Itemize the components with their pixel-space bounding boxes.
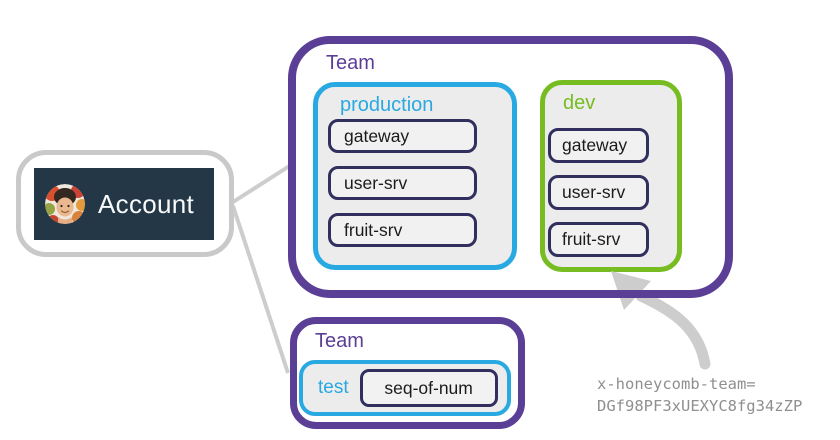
service-box: user-srv <box>548 175 649 210</box>
environment-dev-label: dev <box>563 92 596 114</box>
environment-test-label: test <box>318 377 349 398</box>
service-label: user-srv <box>344 172 408 193</box>
team-1-container: Team production gateway user-srv fruit-s… <box>288 36 733 298</box>
service-box: seq-of-num <box>359 369 498 407</box>
account-label: Account <box>98 188 195 219</box>
service-label: gateway <box>562 135 628 155</box>
environment-test: test seq-of-num <box>299 360 511 416</box>
service-box: user-srv <box>328 166 477 200</box>
annotation-header-name: x-honeycomb-team= <box>597 375 756 393</box>
service-label: fruit-srv <box>562 229 621 249</box>
service-label: seq-of-num <box>384 377 473 398</box>
team-2-container: Team test seq-of-num <box>290 317 525 429</box>
service-box: fruit-srv <box>328 213 477 247</box>
environment-production-label: production <box>340 94 434 116</box>
arrow-shaft <box>635 290 711 370</box>
connector-account-to-team1 <box>231 163 293 204</box>
user-avatar-icon <box>45 184 85 224</box>
team-1-label: Team <box>326 52 375 74</box>
service-label: fruit-srv <box>344 219 403 240</box>
team-2-label: Team <box>315 330 364 352</box>
dev-service-list: gateway user-srv fruit-srv <box>548 128 649 257</box>
annotation-token-value: DGf98PF3xUEXYC8fg34zZP <box>597 397 803 415</box>
service-label: user-srv <box>562 182 626 202</box>
environment-dev: dev gateway user-srv fruit-srv <box>540 80 682 272</box>
service-box: gateway <box>328 119 477 153</box>
service-box: gateway <box>548 128 649 163</box>
account-node: Account <box>34 168 214 240</box>
connector-account-to-team2 <box>231 205 290 374</box>
service-label: gateway <box>344 125 410 146</box>
api-key-annotation: x-honeycomb-team= DGf98PF3xUEXYC8fg34zZP <box>597 373 802 417</box>
service-box: fruit-srv <box>548 222 649 257</box>
production-service-list: gateway user-srv fruit-srv <box>328 119 477 247</box>
environment-production: production gateway user-srv fruit-srv <box>313 82 517 270</box>
